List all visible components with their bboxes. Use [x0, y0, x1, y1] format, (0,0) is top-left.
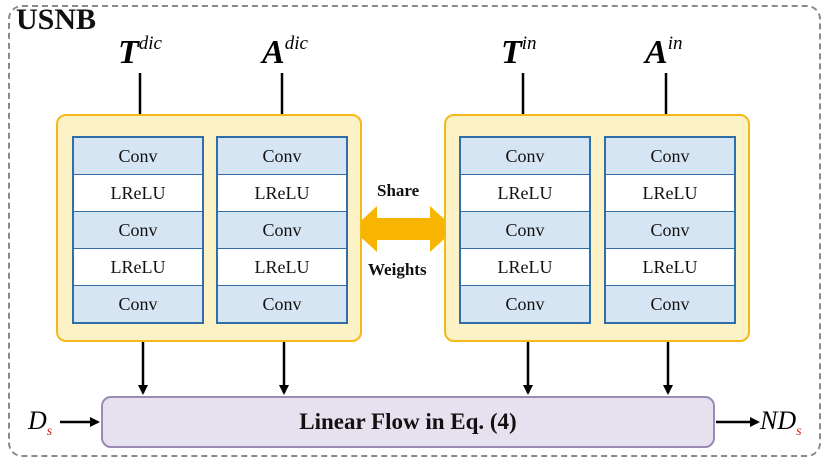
layer-conv: Conv [74, 285, 202, 322]
column-a-in: Conv LReLU Conv LReLU Conv [604, 136, 736, 324]
a-dic-label: Adic [262, 33, 308, 71]
layer-conv: Conv [74, 138, 202, 174]
column-t-in: Conv LReLU Conv LReLU Conv [459, 136, 591, 324]
layer-lrelu: LReLU [461, 248, 589, 285]
layer-conv: Conv [606, 285, 734, 322]
layer-conv: Conv [606, 211, 734, 248]
diagram-title: USNB [16, 3, 97, 36]
layer-conv: Conv [218, 211, 346, 248]
t-in-label: Tin [501, 33, 537, 71]
weights-label: Weights [368, 260, 427, 279]
layer-conv: Conv [461, 285, 589, 322]
d-s-input-label: Ds [28, 406, 53, 439]
layer-conv: Conv [606, 138, 734, 174]
linear-flow-box: Linear Flow in Eq. (4) [101, 396, 715, 448]
column-a-dic: Conv LReLU Conv LReLU Conv [216, 136, 348, 324]
layer-conv: Conv [74, 211, 202, 248]
a-in-label: Ain [645, 33, 683, 71]
share-label: Share [377, 181, 420, 200]
layer-lrelu: LReLU [461, 174, 589, 211]
layer-lrelu: LReLU [74, 174, 202, 211]
layer-lrelu: LReLU [606, 174, 734, 211]
layer-lrelu: LReLU [74, 248, 202, 285]
layer-conv: Conv [461, 138, 589, 174]
share-weights-arrow [352, 206, 455, 252]
column-t-dic: Conv LReLU Conv LReLU Conv [72, 136, 204, 324]
t-dic-label: Tdic [118, 33, 162, 71]
layer-conv: Conv [218, 138, 346, 174]
layer-conv: Conv [218, 285, 346, 322]
layer-lrelu: LReLU [606, 248, 734, 285]
layer-lrelu: LReLU [218, 174, 346, 211]
layer-conv: Conv [461, 211, 589, 248]
usnb-frame [8, 5, 821, 457]
nd-s-output-label: NDs [760, 406, 802, 439]
layer-lrelu: LReLU [218, 248, 346, 285]
